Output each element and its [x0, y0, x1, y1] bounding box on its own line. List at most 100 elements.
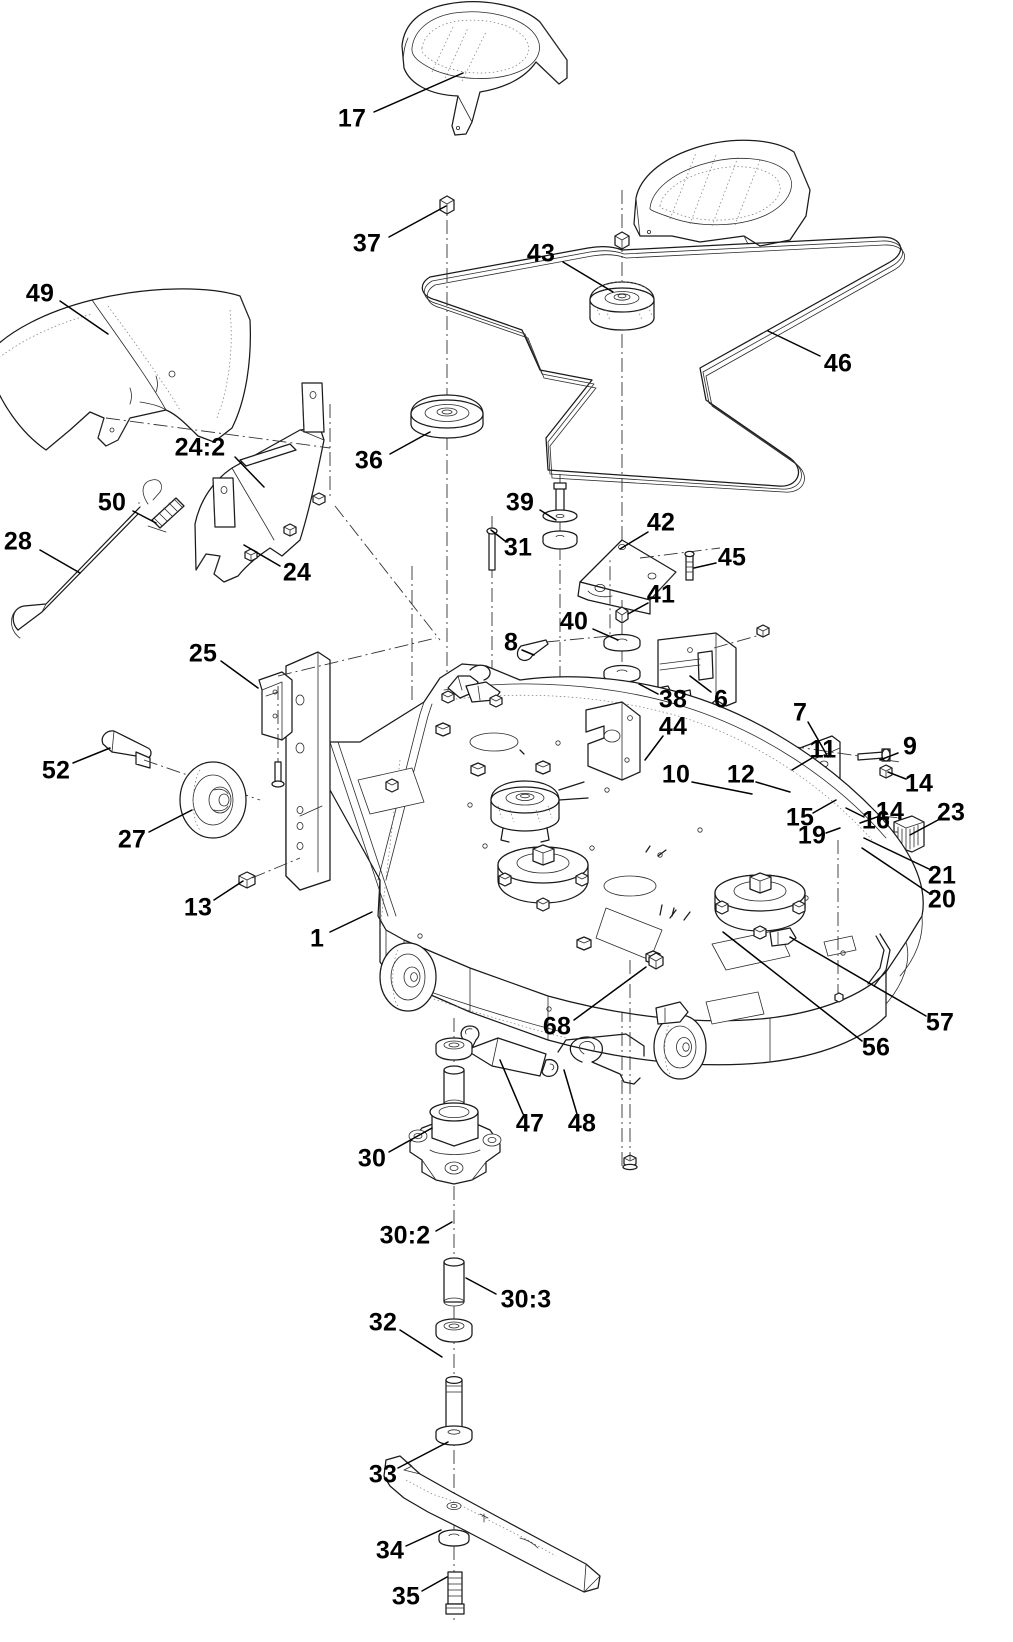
callout-57[interactable]: 57	[925, 1008, 955, 1037]
callout-14[interactable]: 14	[904, 769, 934, 798]
spindle-pulley-right	[714, 872, 806, 940]
callout-13[interactable]: 13	[183, 893, 213, 922]
leader-line-30-3	[465, 1277, 497, 1295]
callout-7[interactable]: 7	[792, 698, 808, 727]
callout-31[interactable]: 31	[503, 533, 533, 562]
callout-56[interactable]: 56	[861, 1033, 891, 1062]
callout-68[interactable]: 68	[542, 1012, 572, 1041]
part-50-extension-spring	[142, 479, 185, 533]
spindle-spacer-upper	[443, 1065, 465, 1109]
callout-25[interactable]: 25	[188, 639, 218, 668]
callout-32[interactable]: 32	[368, 1308, 398, 1337]
callout-30-2[interactable]: 30:2	[379, 1221, 431, 1250]
nut-deck-right-bottom	[622, 1154, 638, 1171]
callout-24-2[interactable]: 24:2	[174, 433, 226, 462]
leader-line-14	[887, 771, 907, 780]
callout-50[interactable]: 50	[97, 488, 127, 517]
deck-top-fittings	[441, 664, 641, 793]
bracket-mid	[715, 791, 761, 867]
callout-49[interactable]: 49	[25, 279, 55, 308]
callout-41[interactable]: 41	[646, 580, 676, 609]
callout-30-3[interactable]: 30:3	[500, 1285, 552, 1314]
leader-line-45	[693, 562, 717, 569]
part-28-spring-rod	[11, 502, 141, 639]
callout-9[interactable]: 9	[902, 732, 918, 761]
callout-8[interactable]: 8	[503, 628, 519, 657]
part-9-hex-bolt	[857, 748, 891, 762]
spindle-pulley-left	[490, 780, 589, 843]
callout-27[interactable]: 27	[117, 825, 147, 854]
callout-47[interactable]: 47	[515, 1109, 545, 1138]
leader-line-24-2	[234, 456, 265, 488]
callout-24[interactable]: 24	[282, 558, 312, 587]
callout-11[interactable]: 11	[809, 735, 837, 764]
callout-16[interactable]: 16	[861, 806, 891, 835]
nut-24-b	[244, 548, 258, 562]
callout-15[interactable]: 15	[785, 803, 815, 832]
leader-line-52	[72, 747, 111, 764]
part-33-cutting-blade	[383, 1455, 601, 1593]
callout-19[interactable]: 19	[797, 821, 827, 850]
part-25-roller-bracket	[258, 637, 437, 788]
leader-line-20	[861, 847, 930, 894]
callout-34[interactable]: 34	[375, 1536, 405, 1565]
leader-line-40	[592, 628, 619, 641]
callout-43[interactable]: 43	[526, 239, 556, 268]
callout-20[interactable]: 20	[927, 885, 957, 914]
callout-36[interactable]: 36	[354, 446, 384, 475]
nut-37-top	[439, 195, 455, 215]
callout-33[interactable]: 33	[368, 1460, 398, 1489]
callout-14[interactable]: 14	[875, 797, 905, 826]
callout-45[interactable]: 45	[717, 543, 747, 572]
part-41-lock-nut	[615, 606, 629, 624]
leader-line-12	[755, 781, 791, 793]
leader-line-32	[399, 1329, 443, 1358]
callout-23[interactable]: 23	[936, 798, 966, 827]
callout-46[interactable]: 46	[823, 349, 853, 378]
leader-line-31	[490, 529, 506, 542]
callout-42[interactable]: 42	[646, 508, 676, 537]
nut-24-top	[312, 492, 326, 506]
callout-6[interactable]: 6	[713, 685, 729, 714]
callout-10[interactable]: 10	[661, 760, 691, 789]
leader-line-27	[148, 809, 193, 833]
spindle-pulley-mid	[497, 844, 589, 912]
part-17b-chute-cover-right	[633, 139, 811, 247]
callout-30[interactable]: 30	[357, 1144, 387, 1173]
part-17-chute-deflector-cover	[401, 1, 568, 136]
leader-line-43	[562, 261, 614, 293]
part-1-mower-deck-shell	[285, 651, 924, 1080]
part-40-flat-washer	[603, 633, 641, 652]
callout-37[interactable]: 37	[352, 229, 382, 258]
callout-52[interactable]: 52	[41, 756, 71, 785]
leader-line-6	[689, 675, 712, 693]
callout-21[interactable]: 21	[927, 861, 957, 890]
callout-1[interactable]: 1	[309, 924, 325, 953]
callout-39[interactable]: 39	[505, 488, 535, 517]
leader-line-42	[619, 531, 649, 550]
callout-28[interactable]: 28	[3, 527, 33, 556]
part-49-grass-deflector	[0, 288, 251, 451]
callout-40[interactable]: 40	[559, 607, 589, 636]
leader-line-8	[521, 649, 535, 656]
front-mid-roller	[653, 1014, 707, 1080]
part-31-carriage-bolt	[486, 516, 498, 740]
callout-44[interactable]: 44	[658, 712, 688, 741]
leader-line-37	[388, 205, 447, 238]
leader-line-19	[825, 827, 841, 834]
leader-line-21	[863, 837, 930, 870]
leader-line-46	[767, 330, 821, 357]
spindle-housing	[408, 1102, 502, 1185]
callout-35[interactable]: 35	[391, 1582, 421, 1611]
part-15-washer	[828, 800, 844, 812]
leader-line-48	[563, 1069, 578, 1115]
leader-line-15	[812, 799, 837, 814]
part-68-flange-nut	[648, 952, 664, 970]
callout-48[interactable]: 48	[567, 1109, 597, 1138]
part-45-hex-bolt	[684, 550, 695, 581]
callout-12[interactable]: 12	[726, 760, 756, 789]
callout-17[interactable]: 17	[337, 104, 367, 133]
part-19-pivot-bolt	[834, 806, 844, 825]
callout-38[interactable]: 38	[658, 685, 688, 714]
